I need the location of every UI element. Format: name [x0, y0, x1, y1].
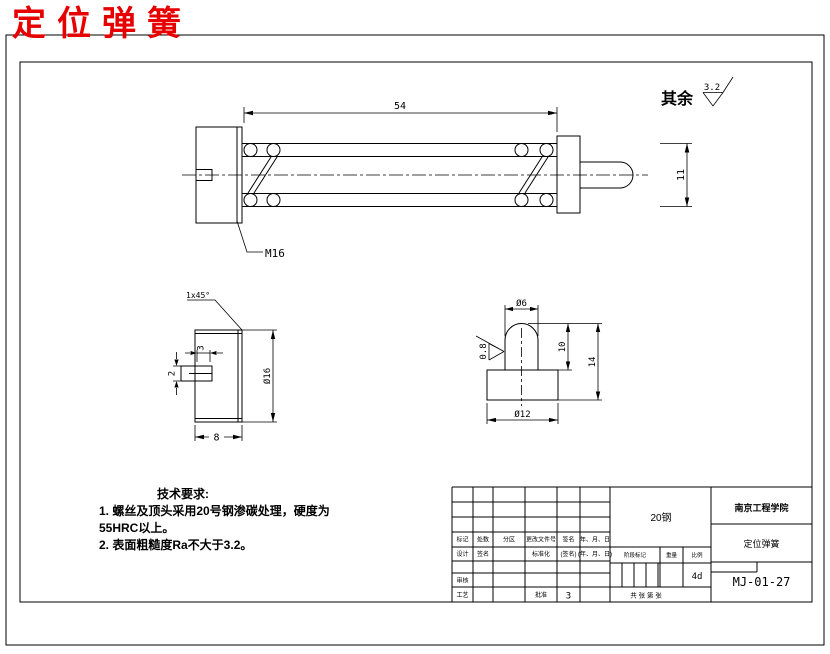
dim-base-diameter: Ø12	[486, 403, 559, 424]
tb-label-mark: 标记	[456, 536, 468, 544]
tech-requirements: 技术要求: 1. 螺丝及顶头采用20号钢渗碳处理，硬度为 55HRC以上。 2.…	[99, 486, 330, 554]
dim-total-height: 14	[558, 323, 602, 401]
dim-slot-width: 2	[168, 352, 181, 395]
dim-d16-label: Ø16	[262, 368, 273, 384]
page-title: 定位弹簧	[12, 4, 192, 44]
dim-14-label: 14	[588, 357, 598, 368]
tb-label-changefile: 更改文件号	[526, 536, 556, 544]
tb-material: 20钢	[650, 511, 671, 524]
tb-label-sign: 签名	[562, 536, 574, 544]
surface-note-value: 3.2	[704, 83, 720, 93]
thread-callout: M16	[236, 220, 285, 260]
roughness-0.8-callout: 0.8	[475, 335, 505, 361]
tb-approve-value: 3	[566, 592, 571, 602]
tb-label-scale: 比例	[691, 551, 703, 559]
tb-scale-value: 4d	[692, 572, 703, 582]
surface-note-label: 其余	[661, 89, 694, 108]
dim-3-label: 3	[197, 345, 207, 350]
dim-8-label: 8	[213, 433, 219, 444]
tb-label-zone: 分区	[503, 536, 515, 544]
dim-2-label: 2	[168, 371, 178, 376]
spring-coils-left	[243, 143, 281, 207]
head-slot	[180, 365, 213, 382]
border-inner	[19, 61, 813, 603]
tech-req-line3: 2. 表面粗糙度Ra不大于3.2。	[99, 538, 253, 552]
dim-11-label: 11	[676, 169, 687, 181]
dim-54-label: 54	[394, 101, 406, 112]
spring-coils-right	[514, 143, 554, 207]
roughness-symbol-icon	[702, 76, 734, 107]
tb-label-weight: 重量	[666, 551, 678, 559]
dim-d12-label: Ø12	[514, 409, 530, 420]
detail-pin-view: Ø6 10 14 Ø12 0.8	[475, 298, 602, 424]
tech-req-heading: 技术要求:	[157, 487, 209, 501]
tech-req-line2: 55HRC以上。	[99, 521, 175, 535]
tb-label-count: 处数	[477, 536, 489, 544]
tb-sheet-note: 共 张 第 张	[630, 591, 662, 600]
tb-label-design: 设计	[456, 550, 468, 558]
screw-head	[195, 126, 243, 224]
dim-10-label: 10	[558, 342, 568, 353]
title-block: 标记 处数 分区 更改文件号 签名 年、月、日 设计 签名 标准化 (签名) (…	[451, 486, 812, 602]
tb-label-approve: 批准	[535, 591, 547, 599]
spring-rod-lines	[242, 143, 557, 207]
tb-part-name: 定位弹簧	[743, 538, 779, 549]
tb-label-date: 年、月、日	[580, 536, 610, 544]
surface-finish-note: 其余 3.2	[661, 76, 734, 108]
dim-head-diameter: Ø16	[242, 329, 277, 423]
main-view: 54 11 M16	[182, 101, 692, 260]
pin-tip	[580, 161, 634, 189]
tb-label-standard: 标准化	[532, 550, 550, 558]
head-outline	[194, 329, 243, 423]
tb-label-check: 审核	[456, 577, 468, 585]
tb-label-stage: 阶段标记	[624, 551, 647, 559]
border-outer	[5, 34, 825, 646]
dim-54: 54	[243, 101, 558, 132]
chamfer-callout: 1x45°	[186, 291, 243, 331]
dim-pin-height: 10	[528, 323, 602, 371]
pin-base	[486, 369, 559, 401]
collar	[556, 135, 581, 214]
dim-11: 11	[660, 143, 692, 207]
dim-d6-label: Ø6	[516, 298, 527, 309]
pin-dome	[504, 323, 539, 370]
tb-label-process: 工艺	[456, 591, 468, 599]
dim-tip-diameter: Ø6	[504, 298, 539, 336]
tb-label-date2: (年、月、日)	[578, 550, 612, 558]
tb-drawing-number: MJ-01-27	[733, 575, 791, 589]
tb-label-sign2: (签名)	[561, 550, 577, 558]
thread-label: M16	[265, 247, 285, 260]
dim-head-length: 8	[194, 425, 243, 444]
detail-head-view: 1x45° 3 2 Ø16 8	[168, 291, 277, 444]
chamfer-label: 1x45°	[186, 291, 210, 300]
tb-label-design-sign: 签名	[477, 550, 489, 558]
dim-slot-depth: 3	[185, 345, 223, 362]
screw-slot	[196, 169, 213, 181]
tb-school: 南京工程学院	[734, 502, 788, 513]
tech-req-line1: 1. 螺丝及顶头采用20号钢渗碳处理，硬度为	[99, 504, 330, 518]
title-block-grid	[451, 486, 812, 602]
roughness-0.8-label: 0.8	[479, 343, 489, 359]
